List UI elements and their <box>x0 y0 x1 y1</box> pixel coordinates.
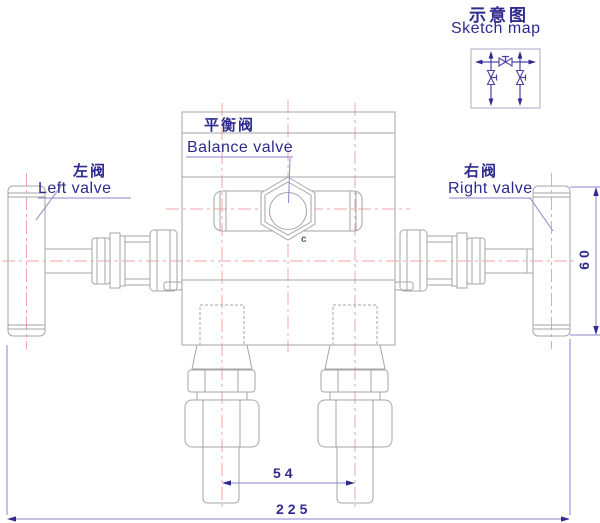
sketch-map-title-en: Sketch map <box>451 20 541 37</box>
sketch-right-valve-symbol <box>515 69 527 86</box>
balance-valve-label-en: Balance valve <box>187 139 294 156</box>
dim-port-spacing: 54 <box>273 465 297 481</box>
dimension-lines <box>6 186 600 522</box>
dim-overall-width: 225 <box>276 501 312 517</box>
dim-overall-height: 60 <box>576 246 592 270</box>
manifold-body <box>181 111 396 346</box>
balance-valve-cap <box>213 176 363 241</box>
right-valve-handle <box>485 185 571 337</box>
dimension-arrows <box>7 187 599 522</box>
sketch-schematic <box>470 48 541 109</box>
leader-lines <box>35 156 554 232</box>
sketch-left-valve-symbol <box>486 69 498 86</box>
sketch-map-title-zh: 示意图 <box>469 6 529 25</box>
left-valve-label-en: Left valve <box>38 180 112 197</box>
left-fittings <box>91 229 183 292</box>
right-valve-label-en: Right valve <box>448 180 533 197</box>
balance-valve-label-zh: 平衡阀 <box>204 117 256 134</box>
left-valve-label-zh: 左阀 <box>73 163 108 180</box>
bottom-ports <box>184 304 393 504</box>
right-valve-label-zh: 右阀 <box>464 163 499 180</box>
left-valve-handle <box>7 185 92 337</box>
sketch-balance-valve-symbol <box>498 55 513 67</box>
cap-letter-mark: c <box>301 234 307 245</box>
